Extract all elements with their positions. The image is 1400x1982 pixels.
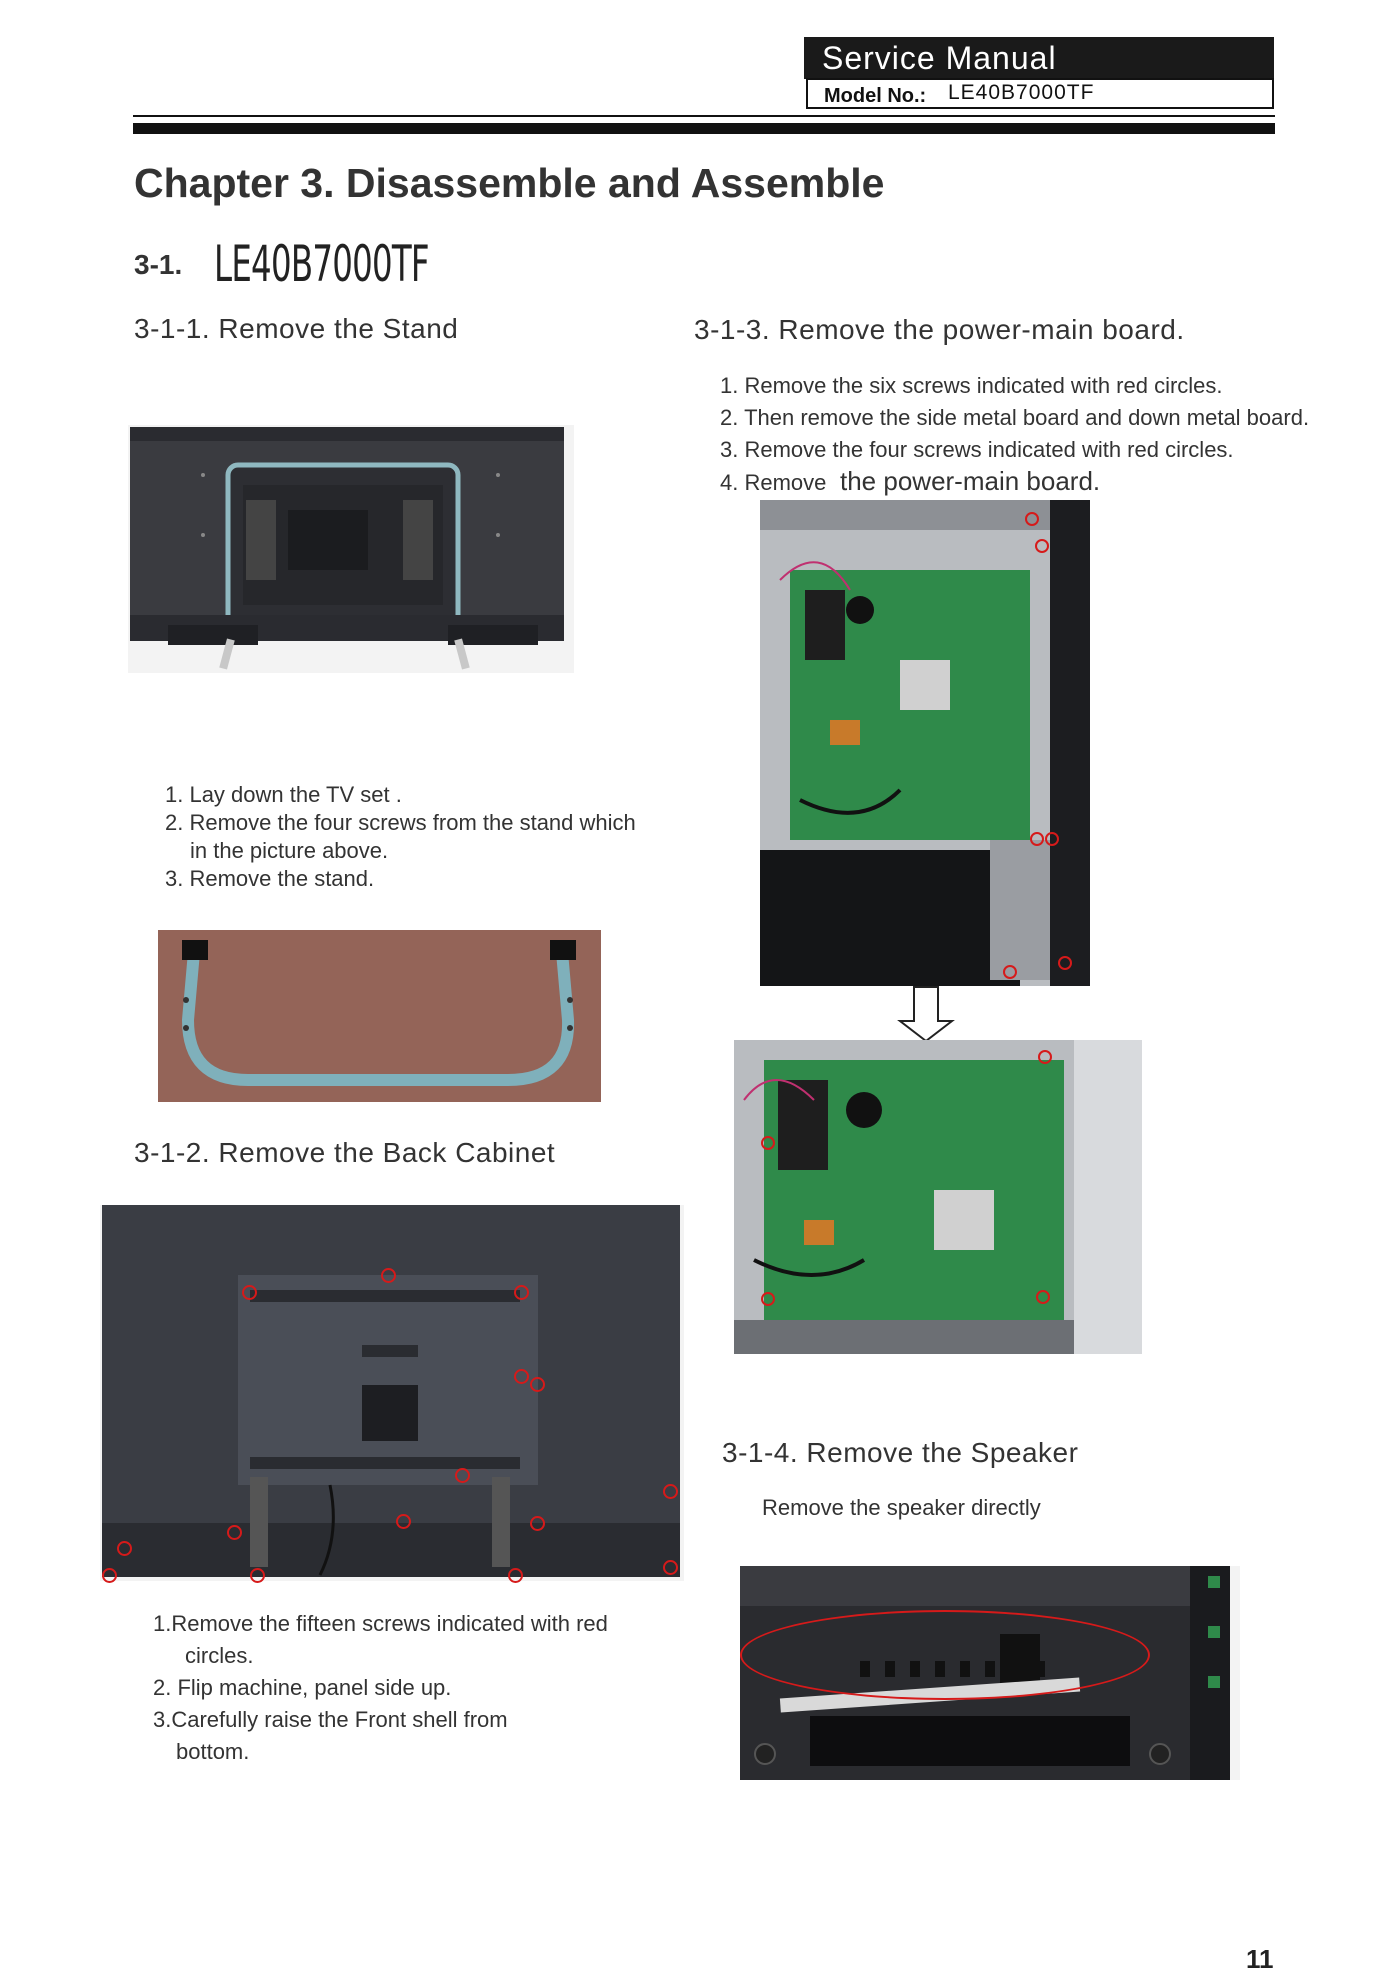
back-cabinet-step-3-cont: bottom. [176,1739,250,1764]
power-main-board-photo-1 [760,500,1090,986]
power-main-step-4-tail: the power-main board. [840,466,1101,496]
stand-photo [158,930,601,1102]
screw-marker-circle [761,1292,775,1306]
stand-step-1: 1. Lay down the TV set . [165,782,402,807]
screw-marker-circle [1045,832,1059,846]
screw-marker-circle [1038,1050,1052,1064]
header-rule-thick [133,123,1275,134]
stand-heading: 3-1-1. Remove the Stand [134,313,459,344]
back-cabinet-step-3: 3.Carefully raise the Front shell from [153,1707,508,1732]
screw-marker-circle [508,1568,523,1583]
screw-marker-circle [227,1525,242,1540]
screw-marker-circle [514,1285,529,1300]
screw-marker-circle [117,1541,132,1556]
header-title: Service Manual [822,40,1057,76]
speaker-step-1: Remove the speaker directly [762,1495,1041,1520]
power-main-step-3: 3. Remove the four screws indicated with… [720,437,1234,462]
page-number: 11 [1246,1944,1274,1974]
back-cabinet-step-1-cont: circles. [185,1643,254,1668]
header-model-box [806,78,1274,109]
screw-marker-circle [1036,1290,1050,1304]
screw-marker-circle [761,1136,775,1150]
header-model-label: Model No.: [824,85,927,107]
stand-step-2: 2. Remove the four screws from the stand… [165,810,636,835]
header-title-box [804,37,1274,79]
screw-marker-circle [381,1268,396,1283]
screw-marker-circle [1003,965,1017,979]
stand-step-3: 3. Remove the stand. [165,866,375,891]
screw-marker-circle [102,1568,117,1583]
screw-marker-circle [396,1514,411,1529]
speaker-heading: 3-1-4. Remove the Speaker [722,1437,1079,1468]
power-main-board-photo-2 [734,1040,1142,1354]
header-model-value: LE40B7000TF [948,81,1095,104]
back-cabinet-step-1: 1.Remove the fifteen screws indicated wi… [153,1611,608,1636]
screw-marker-circle [1025,512,1039,526]
back-cabinet-photo [100,1205,684,1581]
header-rule-thin [133,115,1275,117]
back-cabinet-step-2: 2. Flip machine, panel side up. [153,1675,452,1700]
screw-marker-circle [455,1468,470,1483]
screw-marker-circle [242,1285,257,1300]
screw-marker-circle [530,1516,545,1531]
screw-marker-circle [663,1560,678,1575]
screw-marker-circle [1030,832,1044,846]
power-main-step-4: 4. Remove [720,470,827,495]
stand-step-2-cont: in the picture above. [190,838,389,863]
power-main-heading: 3-1-3. Remove the power-main board. [694,314,1185,345]
power-main-step-1: 1. Remove the six screws indicated with … [720,373,1223,398]
screw-marker-circle [250,1568,265,1583]
arrow-down-icon [897,986,955,1043]
screw-marker-circle [1035,539,1049,553]
screw-marker-circle [514,1369,529,1384]
tv-back-stand-photo [128,425,574,673]
power-main-step-2: 2. Then remove the side metal board and … [720,405,1310,430]
speaker-marker-ellipse [740,1610,1150,1700]
screw-marker-circle [1058,956,1072,970]
screw-marker-circle [663,1484,678,1499]
section-model: LE40B7000TF [214,235,430,293]
section-number: 3-1. [134,249,183,280]
chapter-title: Chapter 3. Disassemble and Assemble [134,160,885,206]
screw-marker-circle [530,1377,545,1392]
back-cabinet-heading: 3-1-2. Remove the Back Cabinet [134,1137,556,1168]
